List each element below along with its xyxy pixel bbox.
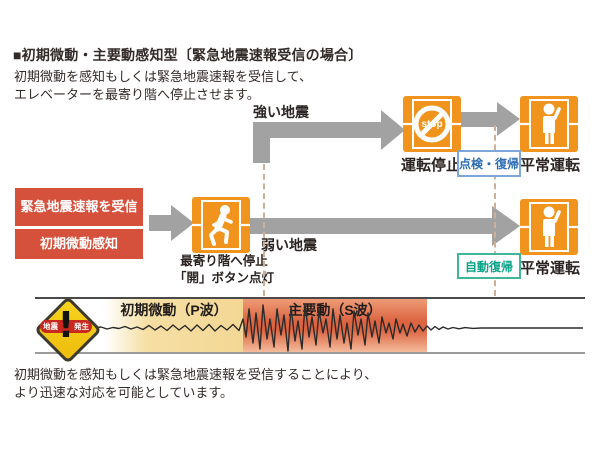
arrow-weak-shaft [250,218,494,234]
elevator-run-icon [192,197,250,253]
input-box-eew-label: 緊急地震速報を受信 [20,199,138,214]
normal-operation-top-label: 平常運転 [519,157,580,174]
nearest-floor-line2: 「開」ボタン点灯 [173,271,274,285]
quake-occurred-ribbon: 地震 発生 [40,320,92,333]
timing-dash-line-right [494,125,496,296]
auto-return-badge: 自動復帰 [457,253,521,279]
p-wave-label: 初期微動（P波） [120,302,228,318]
arrow-inspection-shaft [461,112,499,127]
footer-line2: より迅速な対応を可能としています。 [14,385,234,400]
footer-line1: 初期微動を感知もしくは緊急地震速報を受信することにより、 [14,367,378,382]
operation-stop-label: 運転停止 [400,157,461,174]
stop-icon-text: stop [421,119,442,130]
arrow-strong-head [381,110,405,150]
nearest-floor-line1: 最寄り階へ停止 [180,254,268,268]
weak-earthquake-label: 弱い地震 [261,237,317,253]
description-line1: 初期微動を感知もしくは緊急地震速報を受信して、 [14,69,312,84]
nearest-floor-label: 最寄り階へ停止 「開」ボタン点灯 [168,253,280,287]
timing-dash-line-left [263,164,265,296]
inspection-return-badge: 点検・復帰 [457,150,521,177]
page-title: ■初期微動・主要動感知型〔緊急地震速報受信の場合〕 [13,47,363,63]
input-box-pwave-label: 初期微動感知 [39,236,118,251]
auto-return-label: 自動復帰 [464,259,513,274]
elevator-person-icon [520,199,578,255]
inspection-return-label: 点検・復帰 [459,157,520,171]
input-box-pwave: 初期微動感知 [15,229,143,259]
seismic-wave-panel: 初期微動（P波） 主要動（S波） [35,297,585,354]
description-line2: エレベーターを最寄り階へ停止させます。 [14,87,260,102]
quake-ribbon-left: 地震 [43,322,58,331]
arrow-weak-head [492,206,520,246]
arrow-inspection-head [497,102,520,136]
seismogram-waveform [92,303,583,352]
arrow-input-shaft [149,215,171,231]
s-wave-label: 主要動（S波） [288,302,382,318]
elevator-person-icon [520,96,578,152]
normal-operation-bottom-label: 平常運転 [519,260,580,277]
elevator-stop-icon: stop [403,96,461,152]
arrow-strong-horizontal [253,122,381,138]
quake-exclamation: ! [57,305,75,346]
quake-ribbon-right: 発生 [74,322,89,331]
strong-earthquake-label: 強い地震 [253,104,309,120]
arrow-input-head [171,205,194,241]
input-box-eew: 緊急地震速報を受信 [15,188,143,226]
